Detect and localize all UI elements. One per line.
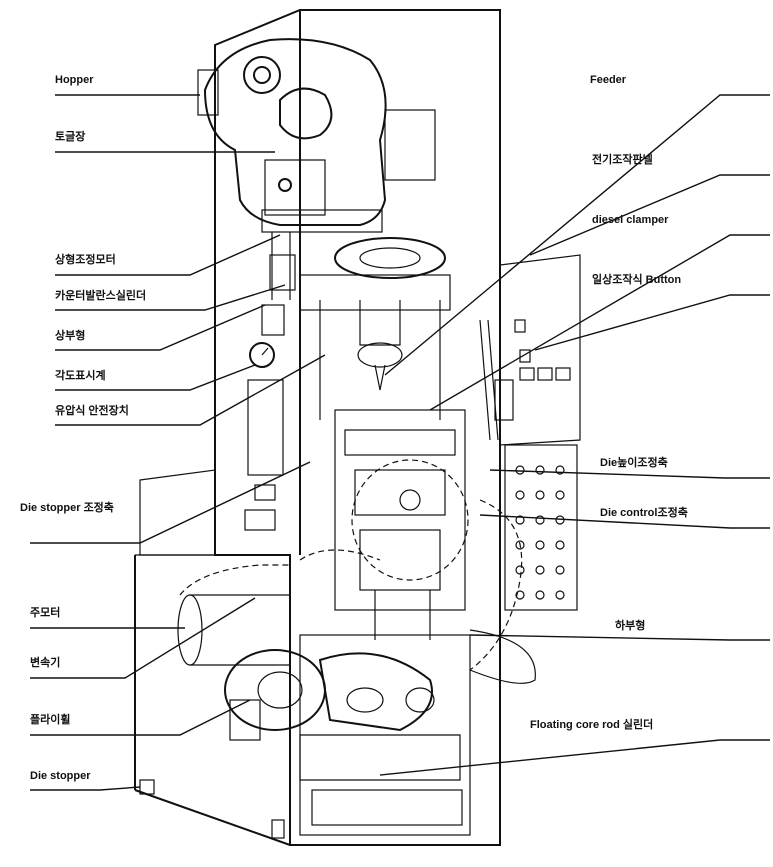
label-feeder: Feeder: [590, 74, 627, 86]
label-main-motor: 주모터: [30, 607, 61, 619]
label-die-stopper: Die stopper: [30, 770, 91, 782]
label-upper-part: 상부형: [55, 330, 86, 342]
label-die-control-adjust: Die control조정축: [600, 507, 688, 519]
label-electric-panel: 전기조작판넬: [592, 154, 653, 166]
label-hopper: Hopper: [55, 74, 94, 86]
label-counter-balance-cylinder: 카운터발란스실린더: [55, 290, 147, 302]
label-lower-part: 하부형: [615, 620, 646, 632]
label-hydraulic-safety: 유압식 안전장치: [55, 405, 129, 417]
label-die-height-adjust: Die높이조정축: [600, 457, 668, 469]
label-die-stopper-adjust: Die stopper 조정축: [20, 502, 114, 514]
die-control-knobs: [515, 465, 565, 600]
label-diesel-clamper: diesel clamper: [592, 214, 669, 226]
leader-lines: [30, 94, 770, 791]
label-flywheel: 플라이휠: [30, 714, 71, 726]
label-floating-core-rod: Floating core rod 실린더: [530, 719, 654, 731]
press-machine-body: [134, 9, 581, 846]
label-manual-button: 일상조작식 Button: [592, 274, 682, 286]
label-reducer: 변속기: [30, 657, 61, 669]
label-angle-gauge: 각도표시계: [55, 370, 106, 382]
label-togeumjang: 토글장: [55, 131, 86, 143]
label-upper-adjust-motor: 상형조정모터: [55, 254, 116, 266]
